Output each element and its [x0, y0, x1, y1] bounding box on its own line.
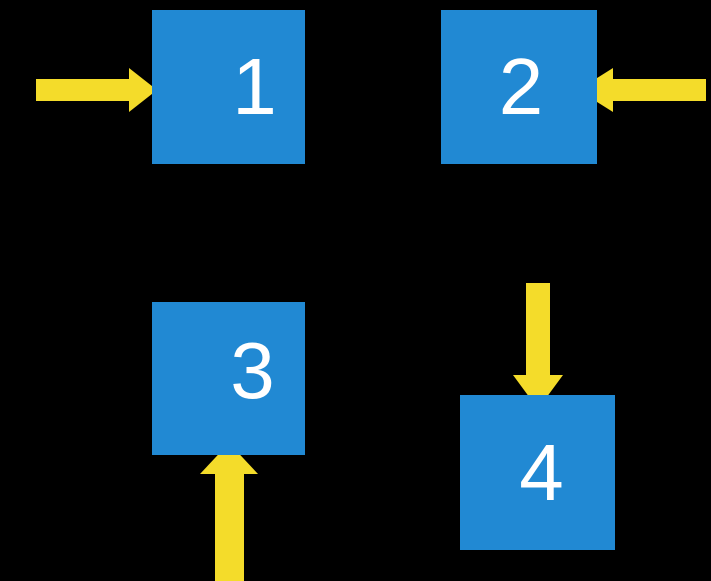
- block-1-label: 1: [232, 42, 277, 131]
- block-3-label: 3: [230, 325, 275, 415]
- arrow-into-box-2-icon: [578, 68, 706, 112]
- block-4-label: 4: [519, 427, 564, 517]
- arrow-into-box-1-icon: [36, 68, 157, 112]
- block-1[interactable]: [152, 10, 305, 164]
- block-3[interactable]: [152, 302, 305, 455]
- block-4[interactable]: [460, 395, 615, 550]
- block-2[interactable]: [441, 10, 597, 164]
- arrow-into-box-3-icon: [200, 443, 258, 581]
- arrow-into-box-4-icon: [513, 283, 563, 409]
- block-2-label: 2: [498, 42, 544, 131]
